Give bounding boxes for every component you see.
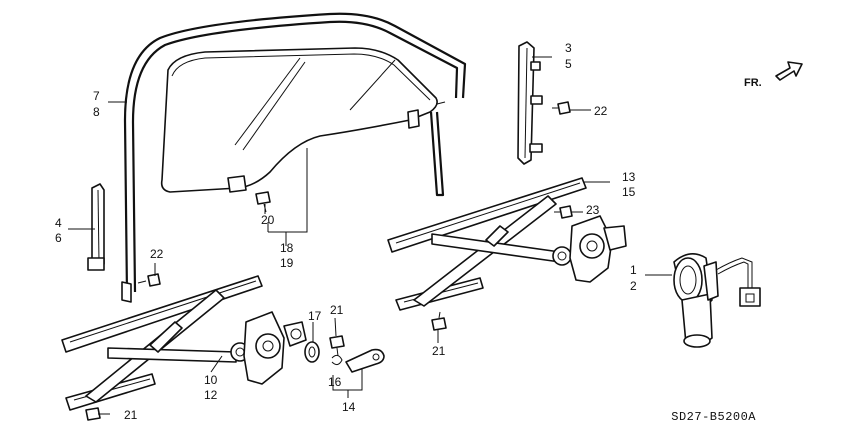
label-6: 6 (55, 231, 62, 245)
label-4: 4 (55, 216, 62, 230)
label-8: 8 (93, 105, 100, 119)
label-1: 1 (630, 263, 637, 277)
front-direction-label: FR. (744, 77, 762, 89)
power-window-motor (673, 253, 761, 348)
label-7: 7 (93, 89, 100, 103)
label-17: 17 (308, 309, 322, 323)
label-2: 2 (630, 279, 637, 293)
label-14: 14 (342, 400, 356, 414)
front-direction-indicator: FR. (744, 61, 803, 89)
rear-window-regulator (387, 177, 627, 311)
label-13: 13 (622, 170, 636, 184)
label-21-front: 21 (124, 408, 138, 422)
front-channel (87, 183, 105, 271)
label-19: 19 (280, 256, 294, 270)
label-5: 5 (565, 57, 572, 71)
rear-channel (517, 41, 543, 165)
label-18: 18 (280, 241, 294, 255)
glass-run-channel (121, 12, 467, 303)
label-23: 23 (586, 203, 600, 217)
label-21-rear: 21 (432, 344, 446, 358)
diagram-code: SD27-B5200A (671, 410, 756, 424)
label-16: 16 (328, 375, 342, 389)
part-number-labels: 7 8 3 5 22 4 6 13 15 23 20 18 19 22 1 2 … (55, 41, 637, 422)
front-window-regulator (61, 275, 307, 411)
label-20: 20 (261, 213, 275, 227)
label-22-right: 22 (594, 104, 608, 118)
small-hardware (85, 101, 573, 421)
label-15: 15 (622, 185, 636, 199)
label-10: 10 (204, 373, 218, 387)
label-12: 12 (204, 388, 218, 402)
label-21-middle: 21 (330, 303, 344, 317)
label-22-left: 22 (150, 247, 164, 261)
label-3: 3 (565, 41, 572, 55)
leader-lines (68, 56, 672, 415)
door-glass (160, 47, 438, 193)
